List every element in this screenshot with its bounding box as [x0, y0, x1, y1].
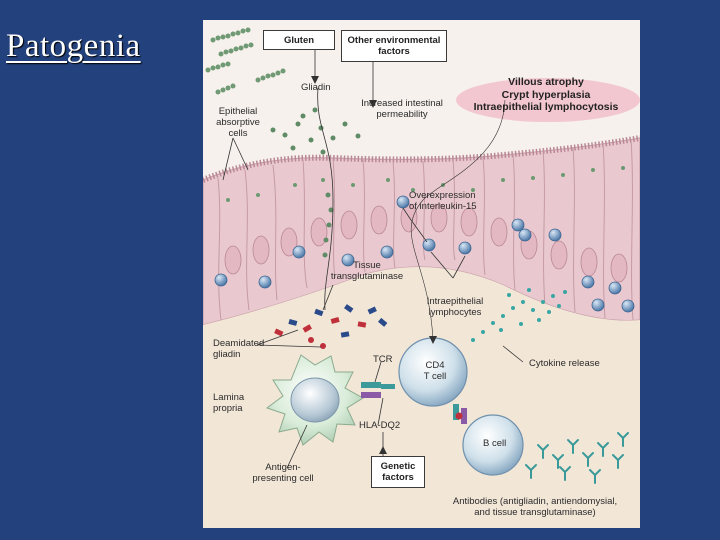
cd4-t-cell-label: CD4 T cell [423, 360, 447, 382]
leader-lines [222, 48, 524, 469]
slide-title: Patogenia [6, 28, 141, 64]
interleukin-15-label: Overexpression of interleukin-15 [409, 190, 477, 212]
tcr-hla-complex [361, 382, 395, 398]
intestinal-permeability-label: Increased intestinal permeability [361, 98, 443, 120]
transglutaminase-gliadin-complexes [274, 304, 388, 349]
hla-dq2-label: HLA-DQ2 [359, 420, 401, 431]
tissue-transglutaminase-label: Tissue transglutaminase [330, 260, 404, 282]
antibody-molecules [525, 432, 629, 484]
arrow-heads [311, 76, 437, 454]
apc-nucleus [290, 377, 340, 423]
interleukin-15-granules [226, 166, 625, 202]
gliadin-label: Gliadin [301, 82, 331, 93]
pathogenesis-illustration [203, 20, 640, 528]
gliadin-chains [205, 27, 286, 95]
epithelial-nuclei [224, 203, 628, 283]
b-cell [462, 414, 524, 476]
cytokine-dots [471, 288, 567, 342]
t-cell-b-cell-synapse [453, 404, 467, 424]
gliadin-fragments [270, 107, 361, 258]
villous-atrophy-banner [456, 78, 640, 122]
celiac-pathogenesis-figure: Gluten Other environmental factors Genet… [203, 20, 640, 528]
antigen-presenting-cell-label: Antigen- presenting cell [252, 462, 314, 484]
environmental-factors-box: Other environmental factors [341, 30, 447, 62]
intraepithelial-lymphocyte-balls [214, 195, 635, 313]
villous-atrophy-label: Villous atrophy Crypt hyperplasia Intrae… [473, 76, 619, 113]
intraepithelial-lymphocytes-label: Intraepithelial lymphocytes [426, 296, 484, 318]
antibodies-label: Antibodies (antigliadin, antiendomysial,… [452, 496, 618, 518]
tcr-label: TCR [373, 354, 393, 365]
lamina-propria-label: Lamina propria [213, 392, 245, 414]
cytokine-release-label: Cytokine release [529, 358, 600, 369]
brush-border [203, 135, 640, 183]
genetic-factors-box: Genetic factors [371, 456, 425, 488]
gluten-box: Gluten [263, 30, 335, 50]
deamidated-gliadin-label: Deamidated gliadin [213, 338, 265, 360]
epithelial-cell-borders [217, 138, 634, 321]
epithelial-cells-label: Epithelial absorptive cells [216, 106, 260, 139]
b-cell-label: B cell [483, 438, 507, 449]
